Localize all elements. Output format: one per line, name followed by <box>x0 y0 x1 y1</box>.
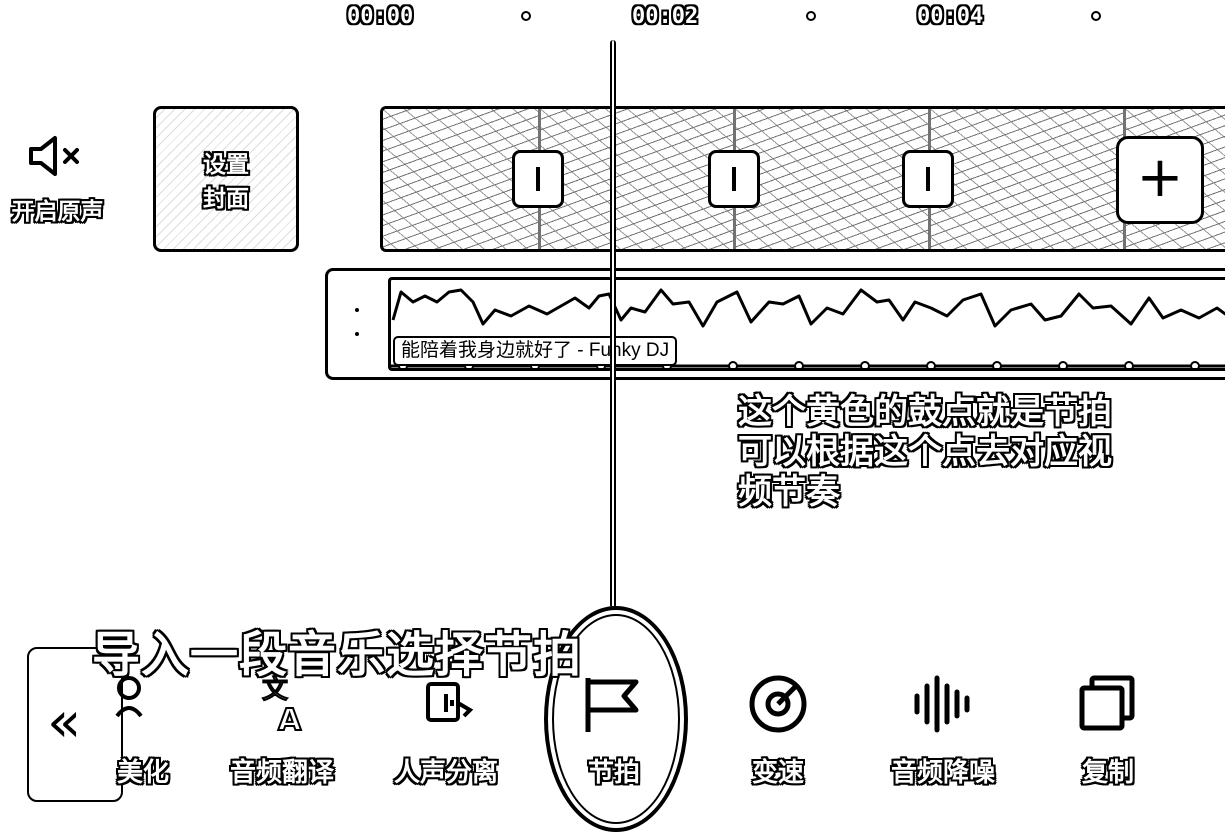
original-sound-toggle[interactable]: 开启原声 <box>0 128 115 238</box>
add-clip-button[interactable]: + <box>1116 136 1204 224</box>
video-frame <box>736 109 931 249</box>
copy-icon <box>1079 675 1135 731</box>
tool-vocal-separation[interactable]: 人声分离 <box>386 670 506 790</box>
double-chevron-left-icon: « <box>47 690 82 755</box>
timeline-ruler: 00:00 00:02 00:04 <box>0 0 1225 36</box>
drag-handle-icon[interactable] <box>352 308 362 340</box>
collapse-toolbar-button[interactable]: « <box>27 647 123 802</box>
ruler-label-0: 00:00 <box>347 4 414 29</box>
tool-label: 音频翻译 <box>229 757 334 787</box>
tool-audio-translate[interactable]: 文 A 音频翻译 <box>222 670 342 790</box>
tool-label: 复制 <box>1081 757 1134 787</box>
video-frame <box>931 109 1126 249</box>
set-cover-button[interactable]: 设置 封面 <box>153 106 299 252</box>
annotation-line1: 这个黄色的鼓点就是节拍 <box>738 393 1112 431</box>
beat-annotation: 这个黄色的鼓点就是节拍 可以根据这个点去对应视 频节奏 <box>738 392 1138 512</box>
ruler-dot <box>806 11 816 21</box>
tool-beautify[interactable]: 美化 <box>83 670 203 790</box>
transition-button[interactable] <box>902 150 954 208</box>
translate-icon: 文 A <box>261 674 303 736</box>
denoise-icon <box>914 675 970 733</box>
video-frame <box>541 109 736 249</box>
tool-copy[interactable]: 复制 <box>1048 670 1168 790</box>
transition-button[interactable] <box>708 150 760 208</box>
tool-label: 美化 <box>116 757 169 787</box>
cover-label: 设置 封面 <box>156 147 296 215</box>
tool-audio-denoise[interactable]: 音频降噪 <box>883 670 1003 790</box>
vocal-split-icon <box>426 682 474 722</box>
ruler-label-2: 00:02 <box>632 4 699 29</box>
playhead[interactable] <box>610 40 616 608</box>
ruler-label-4: 00:04 <box>917 4 984 29</box>
sparkle-icon <box>115 676 143 718</box>
audio-clip-title: 能陪着我身边就好了 - Funky DJ <box>393 336 678 366</box>
annotation-line2: 可以根据这个点去对应视 <box>738 433 1112 471</box>
tool-label: 音频降噪 <box>890 757 995 787</box>
svg-text:文: 文 <box>262 675 288 705</box>
tutorial-headline: 导入一段音乐选择节拍 <box>92 629 583 682</box>
tool-label: 人声分离 <box>393 757 498 787</box>
highlight-circle <box>544 606 688 832</box>
speaker-mute-icon <box>29 136 79 176</box>
original-sound-label: 开启原声 <box>11 198 104 224</box>
cover-label-line2: 封面 <box>203 185 249 211</box>
ruler-dot <box>1091 11 1101 21</box>
ruler-dot <box>521 11 531 21</box>
tool-label: 变速 <box>751 757 804 787</box>
transition-button[interactable] <box>512 150 564 208</box>
tool-speed[interactable]: 变速 <box>718 670 838 790</box>
speed-icon <box>749 675 807 733</box>
video-track[interactable] <box>380 106 1225 252</box>
annotation-line3: 频节奏 <box>738 473 840 511</box>
svg-text:A: A <box>278 703 302 736</box>
cover-label-line1: 设置 <box>203 151 249 177</box>
